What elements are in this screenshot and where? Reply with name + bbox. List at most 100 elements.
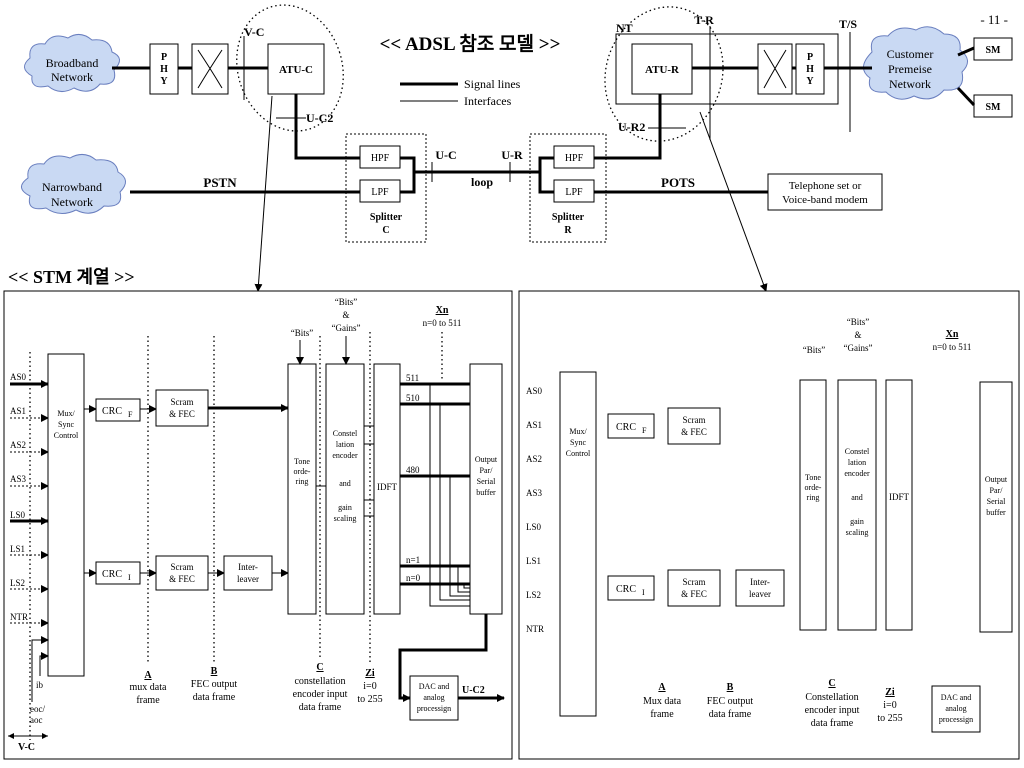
left-point-c-desc-1: constellation [294,676,345,687]
left-mux-box [47,353,85,677]
pstn-label: PSTN [203,175,237,190]
right-point-c: C [828,678,835,689]
atu-c-label: ATU-C [279,64,313,76]
left-interleaver-label-1: Inter- [238,562,258,572]
right-channel-group: AS0 AS1 AS2 AS3 LS0 LS1 LS2 NTR [526,386,544,634]
arrow-to-right-panel [699,111,768,292]
left-idft-output-lines [400,382,470,607]
telephone-label-2: Voice-band modem [782,194,868,206]
right-crc-i-sub: I [642,588,645,597]
left-bits-label: “Bits” [291,328,314,338]
legend-signal-label: Signal lines [464,77,521,91]
phy-left-h: H [160,64,168,75]
lpf-r-label: LPF [565,187,583,198]
left-vc-label: V-C [18,742,35,753]
left-output-label-1: Output [475,455,498,464]
cross-connect-left-x [197,49,223,89]
left-point-b-desc-2: data frame [193,692,236,703]
left-mux-label-1: Mux/ [57,409,75,418]
right-dac-label-3: processign [939,715,973,724]
right-point-b-desc-2: data frame [709,709,752,720]
left-point-a: A [144,670,152,681]
left-xn-range: n=0 to 511 [423,318,462,328]
right-bits-gains-3: “Gains” [844,343,873,353]
left-channel-as2: AS2 [10,440,26,450]
left-constel-label-1: Constel [333,429,358,438]
splitter-r-label-1: Splitter [552,212,585,223]
right-constel-label-gain: gain [850,517,864,526]
left-output-dac-line [398,614,488,702]
legend-interface-label: Interfaces [464,94,512,108]
narrowband-label-1: Narrowband [42,180,102,194]
pots-label: POTS [661,175,695,190]
left-tone-label-480: 480 [406,465,420,475]
atu-c-box [267,43,325,95]
right-output-label-2: Par/ [990,486,1004,495]
customer-label-2: Premeise [888,62,932,76]
left-constel-label-2: lation [336,440,354,449]
customer-label-1: Customer [887,47,934,61]
splitter-r-label-2: R [564,225,572,236]
splitter-c-merge [400,156,416,194]
right-zi-range-1: i=0 [883,700,896,711]
right-zi-label: Zi [885,687,895,698]
left-output-label-2: Par/ [480,466,494,475]
sm-label-2: SM [986,102,1002,113]
ts-label: T/S [839,17,857,31]
atu-r-label: ATU-R [645,64,680,76]
right-scram-i-box [667,569,721,607]
broadband-label-1: Broadband [46,56,99,70]
left-ib-arrow [39,652,49,676]
left-constel-label-and: and [339,479,351,488]
right-crc-i-box [607,575,655,601]
left-zi-range-2: to 255 [357,694,382,705]
right-channel-ls1: LS1 [526,556,541,566]
left-channel-ls2: LS2 [10,578,25,588]
sm-link-1 [957,46,975,57]
left-interleaver-box [223,555,273,591]
sm-box-2 [973,94,1013,118]
right-dac-label-2: analog [945,704,966,713]
ur-label: U-R [501,148,523,162]
right-channel-ls2: LS2 [526,590,541,600]
left-crc-f-box [95,398,141,422]
splitter-r-dashed-box [529,133,607,243]
left-eoc-label-1: eoc/ [30,704,45,714]
right-channel-ntr: NTR [526,624,544,634]
left-uc2-label: U-C2 [462,685,485,696]
right-point-c-desc-1: Constellation [805,692,858,703]
right-constel-label-scaling: scaling [846,528,869,537]
sm-label-1: SM [986,45,1002,56]
right-output-label-3: Serial [987,497,1006,506]
left-tone-box [287,363,317,615]
right-point-b-desc-1: FEC output [707,696,754,707]
right-constel-box [837,379,877,631]
left-crc-f-label: CRC [102,406,122,417]
phy-right-h: H [806,64,814,75]
splitter-c-label-1: Splitter [370,212,403,223]
cross-connect-right-x [763,49,787,89]
left-idft-box [373,363,401,615]
right-point-b: B [727,682,734,693]
right-bits-label: “Bits” [803,345,826,355]
right-tone-label-2: orde- [805,483,822,492]
right-crc-f-label: CRC [616,422,636,433]
broadband-network-cloud: Broadband Network [24,34,120,92]
left-eoc-arrow [31,636,49,702]
right-crc-f-sub: F [642,426,647,435]
left-point-a-desc-1: mux data [130,682,167,693]
left-point-b: B [211,666,218,677]
left-output-label-4: buffer [476,488,496,497]
right-point-c-desc-3: data frame [811,718,854,729]
uc-label: U-C [435,148,456,162]
left-tone-label-3: ring [296,477,309,486]
left-output-label-3: Serial [477,477,496,486]
left-interleaver-label-2: leaver [237,574,259,584]
left-dac-label-2: analog [423,693,444,702]
right-constel-label-1: Constel [845,447,870,456]
right-point-a: A [658,682,666,693]
telephone-box [767,173,883,211]
right-mux-box [559,371,597,717]
right-crc-f-box [607,413,655,439]
left-mux-label-3: Control [54,431,79,440]
